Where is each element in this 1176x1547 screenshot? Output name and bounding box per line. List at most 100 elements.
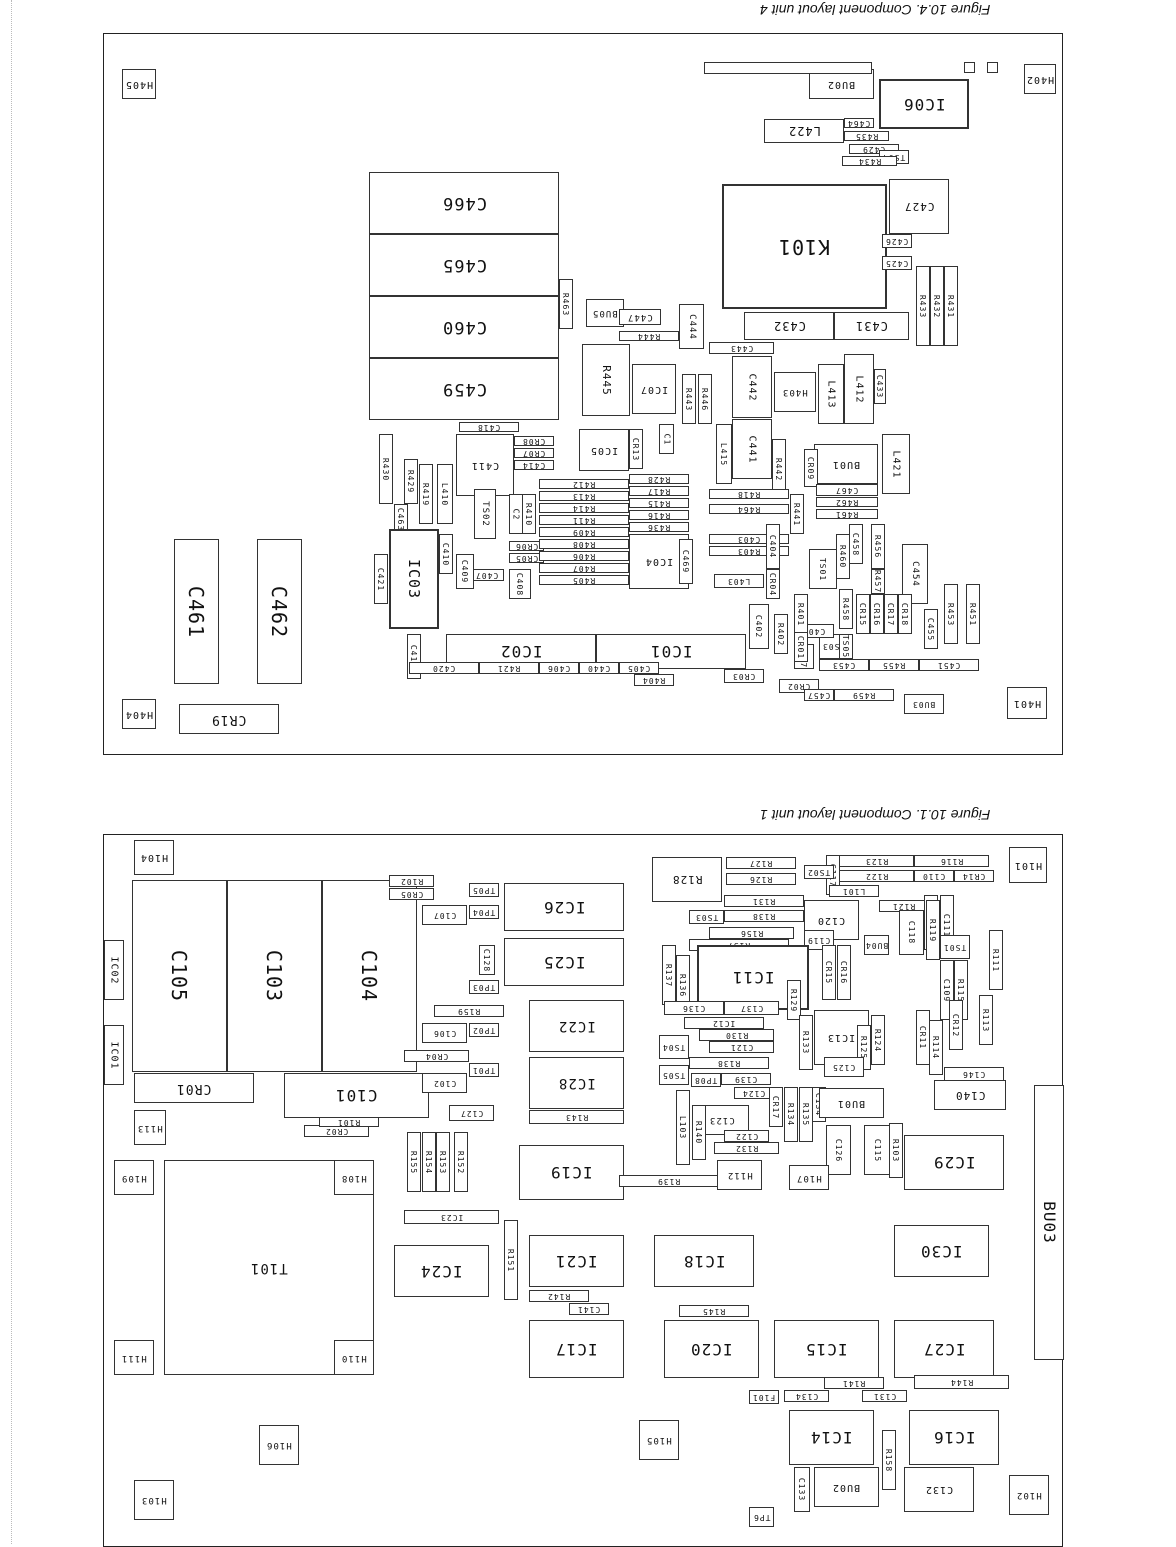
component-label: C106 <box>432 1028 457 1038</box>
unit1-component-c133: C133 <box>794 1467 810 1512</box>
unit1-component-r142: R142 <box>529 1290 589 1302</box>
page-fold-line <box>11 0 12 1544</box>
unit4-component-c432: C432 <box>744 312 834 340</box>
component-label: TP04 <box>472 907 496 917</box>
component-label: C414 <box>522 460 546 470</box>
component-label: H402 <box>1025 73 1055 85</box>
unit4-component-r408: R408 <box>539 539 629 549</box>
component-label: H101 <box>1013 859 1043 871</box>
unit4-component-l421: L421 <box>882 434 910 494</box>
unit4-component-r413: R413 <box>539 491 629 501</box>
unit1-component-ic22: IC22 <box>529 1000 624 1052</box>
component-label: R430 <box>381 457 391 481</box>
unit1-component-l101: L101 <box>829 885 879 897</box>
unit4-component-c460: C460 <box>369 296 559 358</box>
unit4-component-c455: C455 <box>924 609 938 649</box>
unit4-component-cr15: CR15 <box>856 594 870 634</box>
unit4-component-c433: C433 <box>874 369 886 404</box>
component-label: R463 <box>561 292 571 316</box>
unit1-component-cr14: CR14 <box>954 870 994 882</box>
component-label: R453 <box>946 602 956 626</box>
component-label: CR17 <box>886 602 896 626</box>
component-label: R156 <box>739 928 764 938</box>
component-label: R134 <box>786 1102 796 1127</box>
unit4-component-c451: C451 <box>919 659 979 671</box>
component-label: R155 <box>409 1150 419 1174</box>
component-label: R102 <box>399 876 424 886</box>
pcb-board-unit-4: H405H402BU02IC06L422C464R435C429TS04R434… <box>103 33 1063 755</box>
unit1-component-tp04: TP04 <box>469 905 499 919</box>
unit1-component-ts03: TS03 <box>689 910 724 924</box>
component-label: IC05 <box>589 444 619 456</box>
component-label: CR09 <box>806 456 816 480</box>
component-label: L403 <box>727 576 751 586</box>
component-label: CR07 <box>522 448 546 458</box>
component-label: C432 <box>772 319 806 333</box>
component-label: TS04 <box>662 1042 686 1052</box>
component-label: R159 <box>457 1006 481 1016</box>
component-label: R125 <box>859 1035 869 1060</box>
component-label: CR16 <box>839 960 849 985</box>
unit1-component-ic02: IC02 <box>104 940 124 1000</box>
component-label: R405 <box>572 575 596 585</box>
component-label: R460 <box>838 544 848 569</box>
unit1-component-tp01: TP01 <box>469 1063 499 1077</box>
component-label: CR17 <box>771 1095 781 1119</box>
component-label: BU02 <box>827 78 856 90</box>
unit1-component-t101: T101 <box>164 1160 374 1375</box>
component-label: L421 <box>890 449 902 479</box>
component-label: R115 <box>956 978 966 1002</box>
figure-caption-unit-4: Figure 10.4. Component layout unit 4 <box>760 2 991 18</box>
unit4-component-cr13: CR13 <box>629 429 643 469</box>
component-label: R119 <box>928 918 938 942</box>
component-label: R144 <box>949 1377 974 1387</box>
component-label: R461 <box>835 509 859 519</box>
component-label: IC03 <box>405 558 423 600</box>
unit4-component-c466: C466 <box>369 172 559 234</box>
component-label: C140 <box>954 1088 986 1102</box>
component-label: C120 <box>817 914 846 926</box>
component-label: C136 <box>682 1003 706 1013</box>
component-label: C467 <box>835 485 859 495</box>
unit4-component-r429: R429 <box>404 459 418 504</box>
component-label: R411 <box>572 515 596 525</box>
unit4-component-c459: C459 <box>369 358 559 420</box>
unit4-component-c404: C404 <box>766 524 780 569</box>
component-label: C128 <box>482 948 492 972</box>
component-label: TS02 <box>480 501 490 527</box>
unit4-component-c457: C457 <box>804 689 834 701</box>
component-label: C408 <box>515 572 525 596</box>
component-label: R153 <box>438 1150 448 1174</box>
unit4-component-ic05: IC05 <box>579 429 629 471</box>
component-label: CR02 <box>324 1126 349 1136</box>
component-label: C121 <box>729 1042 754 1052</box>
unit4-component-r414: R414 <box>539 503 629 513</box>
component-label: IC15 <box>805 1339 848 1359</box>
unit1-component-c141: C141 <box>569 1303 609 1315</box>
component-label: C464 <box>847 118 871 128</box>
unit1-component-r131: R131 <box>724 895 804 907</box>
unit1-component-ic20: IC20 <box>664 1320 759 1378</box>
unit1-component-tp6: TP6 <box>749 1507 774 1527</box>
component-label: R141 <box>842 1378 866 1388</box>
unit1-component-h111: H111 <box>114 1340 154 1375</box>
component-label: C442 <box>746 372 758 402</box>
component-label: H113 <box>137 1122 163 1133</box>
unit4-component-r406: R406 <box>539 551 629 561</box>
component-label: R124 <box>873 1028 883 1052</box>
unit1-component-r143: R143 <box>529 1110 624 1124</box>
unit1-component-ic29: IC29 <box>904 1135 1004 1190</box>
component-label: C454 <box>910 561 920 587</box>
unit4-component-l410: L410 <box>437 464 453 524</box>
unit1-component-r113: R113 <box>979 995 993 1045</box>
unit1-component-r122: R122 <box>839 870 914 882</box>
unit4-component-c406: C406 <box>539 662 579 674</box>
component-label: CR08 <box>522 436 546 446</box>
component-label: IC18 <box>682 1251 726 1271</box>
unit4-component-r435: R435 <box>844 131 889 141</box>
unit1-component-c107: C107 <box>422 905 467 925</box>
unit1-component-cr12: CR12 <box>949 1000 963 1050</box>
component-label: R442 <box>774 457 784 481</box>
unit1-component-c128: C128 <box>479 945 495 975</box>
